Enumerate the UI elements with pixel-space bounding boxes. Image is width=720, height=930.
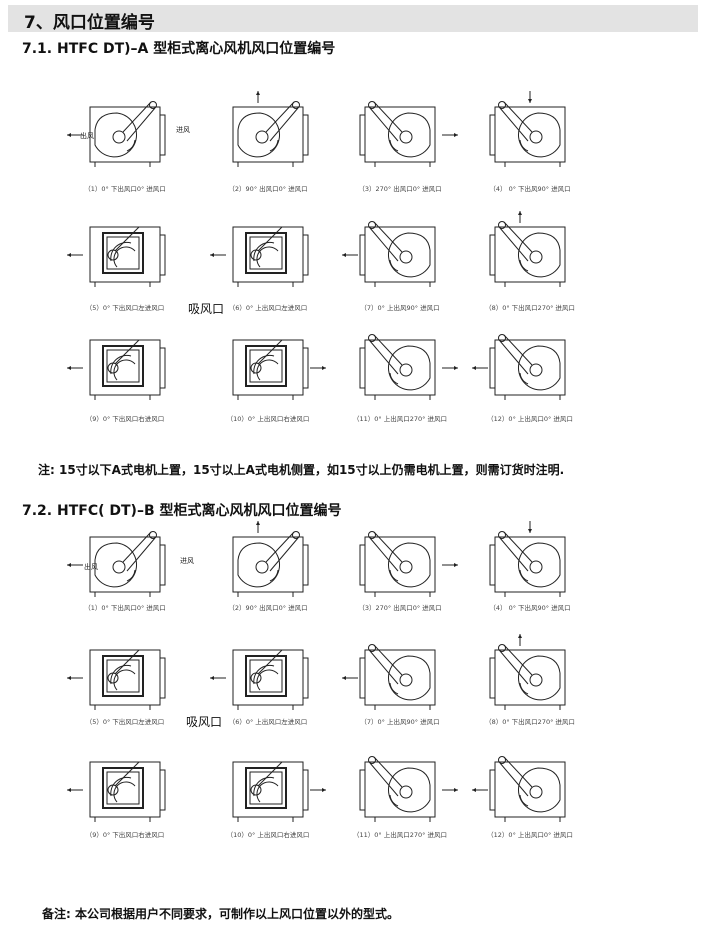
diagram-caption: （4） 0° 下出风90° 进风口 (489, 185, 571, 193)
fan-diagram (489, 634, 566, 710)
footer-note: 备注: 本公司根据用户不同要求，可制作以上风口位置以外的型式。 (42, 907, 399, 921)
fan-diagram (359, 531, 458, 597)
diagram-caption: （12）0° 上出风口0° 进风口 (487, 415, 573, 423)
fan-diagram (67, 339, 166, 400)
fan-diagram (67, 531, 166, 597)
diagram-caption: （10）0° 上出风口右进风口 (226, 415, 310, 423)
suction-label-a: 吸风口 (188, 302, 225, 316)
section-a-title: 7.1. HTFC DT)–A 型柜式离心风机风口位置编号 (22, 41, 336, 57)
outlet-label-a: 出风 (80, 132, 94, 140)
fan-diagram (232, 521, 309, 597)
diagram-caption: （3）270° 出风口0° 进风口 (358, 604, 442, 612)
fan-diagram (67, 761, 166, 822)
section-a-note: 注: 15寸以下A式电机上置，15寸以上A式电机侧置，如15寸以上仍需电机上置，… (38, 463, 565, 477)
diagram-caption: （6）0° 上出风口左进风口 (228, 304, 308, 312)
diagram-caption: （6）0° 上出风口左进风口 (228, 718, 308, 726)
diagram-caption: （12）0° 上出风口0° 进风口 (487, 831, 573, 839)
fan-diagram (359, 756, 458, 822)
fan-diagram (472, 756, 566, 822)
diagram-caption: （7）0° 上出风90° 进风口 (360, 304, 440, 312)
fan-diagram (489, 91, 566, 167)
fan-diagram (489, 521, 566, 597)
fan-diagram (210, 226, 309, 287)
diagram-caption: （9）0° 下出风口右进风口 (85, 831, 165, 839)
fan-diagram (67, 226, 166, 287)
fan-diagram (489, 211, 566, 287)
diagram-caption: （2）90° 出风口0° 进风口 (228, 185, 308, 193)
diagram-caption: （4） 0° 下出风90° 进风口 (489, 604, 571, 612)
diagram-caption: （9）0° 下出风口右进风口 (85, 415, 165, 423)
fan-diagram (232, 339, 326, 400)
diagram-caption: （1）0° 下出风口0° 进风口 (84, 604, 166, 612)
outlet-label-b: 出风 (84, 563, 98, 571)
diagram-caption: （5）0° 下出风口左进风口 (85, 304, 165, 312)
section-title: 7、风口位置编号 (24, 13, 155, 33)
fan-diagram (342, 644, 436, 710)
inlet-label-b: 进风 (180, 557, 194, 565)
fan-diagram (359, 101, 458, 167)
diagram-caption: （5）0° 下出风口左进风口 (85, 718, 165, 726)
section-b-title: 7.2. HTFC( DT)–B 型柜式离心风机风口位置编号 (22, 503, 342, 519)
fan-diagram (342, 221, 436, 287)
diagram-caption: （1）0° 下出风口0° 进风口 (84, 185, 166, 193)
fan-diagram (472, 334, 566, 400)
diagram-caption: （11）0° 上出风口270° 进风口 (353, 831, 447, 839)
suction-label-b: 吸风口 (186, 715, 223, 729)
diagram-caption: （8）0° 下出风口270° 进风口 (485, 718, 575, 726)
fan-diagram (359, 334, 458, 400)
diagram-caption: （7）0° 上出风90° 进风口 (360, 718, 440, 726)
diagram-caption: （2）90° 出风口0° 进风口 (228, 604, 308, 612)
fan-diagram (232, 91, 309, 167)
diagram-caption: （10）0° 上出风口右进风口 (226, 831, 310, 839)
fan-diagram (210, 649, 309, 710)
diagram-caption: （3）270° 出风口0° 进风口 (358, 185, 442, 193)
section-header: 7、风口位置编号 (8, 5, 698, 33)
fan-diagram (67, 101, 166, 167)
diagram-caption: （11）0° 上出风口270° 进风口 (353, 415, 447, 423)
fan-diagram (67, 649, 166, 710)
inlet-label-a: 进风 (176, 126, 190, 134)
fan-diagram (232, 761, 326, 822)
diagram-caption: （8）0° 下出风口270° 进风口 (485, 304, 575, 312)
